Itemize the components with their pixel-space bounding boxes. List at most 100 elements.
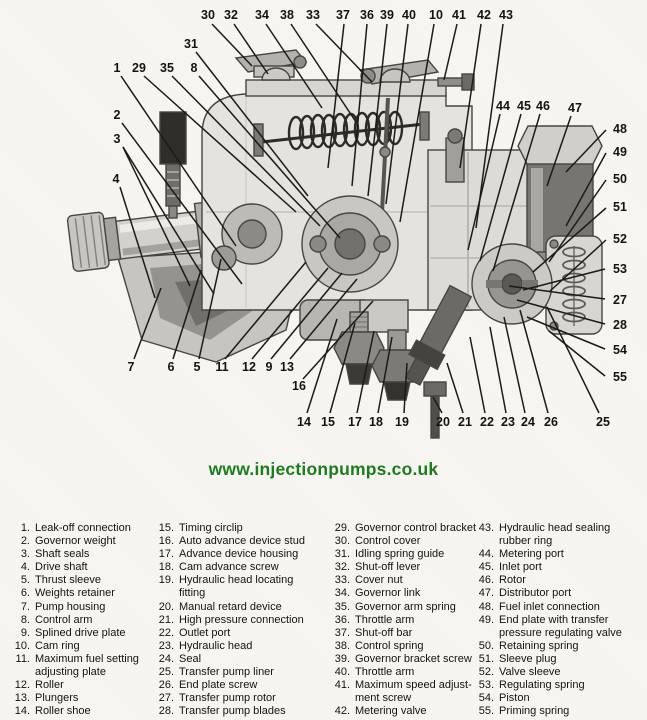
legend-item-number: 8. — [20, 613, 30, 626]
legend-item-text: Outlet port — [179, 626, 231, 639]
callout-number-27: 27 — [613, 293, 627, 307]
callout-number-55: 55 — [613, 370, 627, 384]
callout-number-45: 45 — [517, 99, 531, 113]
legend-item: 3.Shaft seals — [6, 548, 139, 561]
legend-item-text: Idling spring guide — [355, 548, 445, 561]
legend-item-text: Roller shoe — [35, 705, 91, 718]
legend-item-text: High pressure connection — [179, 613, 304, 626]
leader-line-50 — [548, 179, 607, 263]
legend-item-text: Control arm — [35, 613, 93, 626]
callout-number-24: 24 — [521, 415, 535, 429]
legend-item-text: Transfer pump liner — [179, 666, 274, 679]
callout-number-17: 17 — [348, 415, 362, 429]
leader-line-3 — [122, 146, 215, 295]
legend-item-text: Retaining spring — [499, 639, 579, 652]
legend-item: 49.End plate with transfer pressure regu… — [472, 614, 622, 640]
legend-item-text: Manual retard device — [179, 600, 282, 613]
legend-item-number: 12. — [14, 679, 30, 692]
legend-item-number: 25. — [158, 666, 174, 679]
legend-item-text: Transfer pump rotor — [179, 692, 276, 705]
legend-item: 16.Auto advance device stud — [152, 535, 305, 548]
legend-item-number: 18. — [158, 561, 174, 574]
callout-number-22: 22 — [480, 415, 494, 429]
leader-line-3 — [122, 146, 191, 287]
legend-item-text: Priming spring — [499, 705, 570, 718]
callout-number-50: 50 — [613, 172, 627, 186]
legend-item-number: 13. — [14, 692, 30, 705]
callout-number-29: 29 — [132, 61, 146, 75]
legend-item-text: Throttle arm — [355, 613, 415, 626]
legend-item-number: 52. — [478, 666, 494, 679]
leader-line-20 — [432, 396, 443, 414]
legend-item: 25. Transfer pump liner — [152, 666, 305, 679]
legend-item: 43.Hydraulic head sealing rubber ring — [472, 522, 622, 548]
legend-item-text: Transfer pump blades — [179, 705, 286, 718]
leader-line-17 — [356, 330, 375, 414]
adjusting-screw — [159, 111, 187, 219]
legend-item-text: Drive shaft — [35, 561, 88, 574]
leader-line-40 — [385, 23, 409, 205]
callout-number-2: 2 — [114, 108, 121, 122]
leader-line-42 — [459, 23, 482, 169]
leader-line-55 — [548, 330, 606, 377]
legend-item: 11.Maximum fuel setting adjusting plate — [6, 653, 139, 679]
callout-number-10: 10 — [429, 8, 443, 22]
retard-pin — [423, 381, 447, 439]
control-cover — [245, 79, 447, 97]
legend-item: 38.Control spring — [327, 640, 476, 653]
legend-item: 12.Roller — [6, 679, 139, 692]
legend-item-text: Sleeve plug — [499, 652, 557, 665]
callout-number-40: 40 — [402, 8, 416, 22]
website-link[interactable]: www.injectionpumps.co.uk — [208, 459, 439, 479]
leader-line-28 — [516, 299, 606, 325]
legend-item-text: Maximum speed adjust- ment screw — [355, 679, 472, 705]
leader-line-41 — [443, 23, 458, 81]
callout-number-5: 5 — [194, 360, 201, 374]
legend-item: 7.Pump housing — [6, 601, 139, 614]
callout-number-54: 54 — [613, 343, 627, 357]
legend-item-text: Thrust sleeve — [35, 574, 102, 587]
callout-number-47: 47 — [568, 101, 582, 115]
legend-item: 10.Cam ring — [6, 640, 139, 653]
legend-item-text: Splined drive plate — [35, 626, 126, 639]
legend-item-number: 36. — [334, 613, 350, 626]
callout-number-12: 12 — [242, 360, 256, 374]
legend-item-number: 22. — [158, 626, 174, 639]
callout-number-34: 34 — [255, 8, 269, 22]
callout-number-14: 14 — [297, 415, 311, 429]
legend-item-number: 33. — [334, 574, 350, 587]
callout-number-6: 6 — [168, 360, 175, 374]
callout-number-46: 46 — [536, 99, 550, 113]
callout-number-49: 49 — [613, 145, 627, 159]
legend-item-text: Shaft seals — [35, 548, 90, 561]
legend-item-number: 6. — [20, 587, 30, 600]
legend-item-text: Advance device housing — [179, 548, 299, 561]
callout-number-51: 51 — [613, 200, 627, 214]
callout-number-31: 31 — [184, 37, 198, 51]
callout-number-18: 18 — [369, 415, 383, 429]
leader-line-36 — [351, 23, 368, 187]
leader-line-38 — [290, 23, 357, 123]
legend-item: 45.Inlet port — [472, 561, 622, 574]
pump-artwork — [66, 49, 603, 439]
pump-cutaway-svg: 3032343833373639401041424331129358234444… — [66, 8, 627, 439]
legend-item: 52.Valve sleeve — [472, 666, 622, 679]
legend-item-number: 32. — [334, 561, 350, 574]
legend-item: 51.Sleeve plug — [472, 653, 622, 666]
legend-item-text: Governor weight — [35, 535, 116, 548]
leader-line-49 — [565, 152, 607, 227]
legend-item-text: Governor bracket screw — [355, 652, 472, 665]
leader-line-4 — [119, 186, 156, 299]
callout-number-11: 11 — [215, 360, 228, 374]
legend-item-number: 7. — [20, 600, 30, 613]
callout-number-32: 32 — [224, 8, 238, 22]
leader-line-52 — [548, 239, 607, 293]
legend-item-text: End plate with transfer pressure regulat… — [499, 613, 622, 639]
callout-number-36: 36 — [360, 8, 374, 22]
legend-item: 5.Thrust sleeve — [6, 574, 139, 587]
max-speed-adjustment-screw — [437, 73, 475, 91]
callout-number-26: 26 — [544, 415, 558, 429]
legend-item-text: Inlet port — [499, 561, 542, 574]
